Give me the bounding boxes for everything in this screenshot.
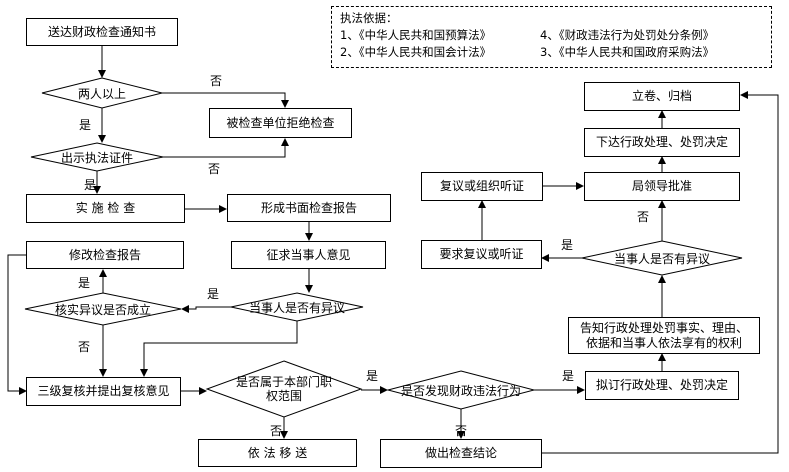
- transfer-box: 依 法 移 送: [198, 439, 357, 467]
- legal-basis-item: 4、《财政违法行为处罚处分条例》: [540, 28, 715, 42]
- issue-decision-box: 下达行政处理、处罚决定: [584, 128, 740, 157]
- edge-label-no: 否: [270, 424, 283, 438]
- implement-box: 实 施 检 查: [26, 194, 185, 223]
- show-cert-label: 出示执法证件: [60, 150, 133, 165]
- refused-box: 被检查单位拒绝检查: [209, 108, 352, 138]
- arrow-conclusion-to-archive: [542, 91, 779, 454]
- edge-label-no: 否: [208, 162, 221, 176]
- jurisdiction-label: 是否属于本部门职权范围: [236, 375, 333, 403]
- legal-basis-title: 执法依据：: [340, 11, 398, 25]
- party-objection-label: 当事人是否有异议: [613, 251, 710, 266]
- written-report-box: 形成书面检查报告: [227, 194, 391, 222]
- edge-label-yes: 是: [84, 178, 97, 192]
- edge-label-yes: 是: [207, 287, 220, 301]
- conclusion-box: 做出检查结论: [380, 439, 542, 468]
- two-or-more-label: 两人以上: [77, 86, 126, 101]
- objection-label: 当事人是否有异议: [248, 300, 345, 315]
- edge-label-no: 否: [455, 424, 468, 438]
- arrow-revise-to-review: [7, 254, 27, 395]
- edge-label-yes: 是: [561, 238, 574, 252]
- reconsider-box: 复议或组织听证: [421, 172, 543, 201]
- legal-basis-item: 3、《中华人民共和国政府采购法》: [540, 45, 715, 59]
- arrow-cert-no-refused: [163, 138, 289, 158]
- verify-label: 核实异议是否成立: [54, 302, 151, 317]
- proposed-decision-box: 拟订行政处理、处罚决定: [585, 371, 739, 400]
- edge-label-no: 否: [637, 210, 650, 224]
- legal-basis-panel: 执法依据： 1、《中华人民共和国预算法》 2、《中华人民共和国会计法》 4、《财…: [331, 6, 772, 68]
- edge-label-yes: 是: [366, 369, 379, 383]
- legal-basis-item: 2、《中华人民共和国会计法》: [340, 45, 492, 59]
- edge-label-no: 否: [78, 340, 91, 354]
- arrow-objection-no-review: [140, 321, 298, 377]
- edge-label-yes: 是: [562, 369, 575, 383]
- edge-label-yes: 是: [78, 276, 91, 290]
- arrow-objection-yes-verify: [181, 305, 231, 313]
- leader-approval-box: 局领导批准: [584, 172, 740, 201]
- notify-box: 告知行政处理处罚事实、理由、依据和当事人依法享有的权利: [568, 317, 760, 354]
- review-box: 三级复核并提出复核意见: [26, 377, 181, 406]
- request-hearing-box: 要求复议或听证: [421, 240, 542, 269]
- legal-basis-item: 1、《中华人民共和国预算法》: [340, 28, 492, 42]
- edge-label-no: 否: [210, 74, 223, 88]
- revise-report-box: 修改检查报告: [26, 241, 184, 269]
- archive-box: 立卷、归档: [584, 82, 740, 111]
- edge-label-yes: 是: [79, 118, 92, 132]
- arrow-twoormore-no-refused: [162, 92, 289, 108]
- violation-label: 是否发现财政违法行为: [400, 383, 521, 398]
- send-notice-box: 送达财政检查通知书: [26, 18, 178, 46]
- solicit-opinion-box: 征求当事人意见: [231, 241, 386, 269]
